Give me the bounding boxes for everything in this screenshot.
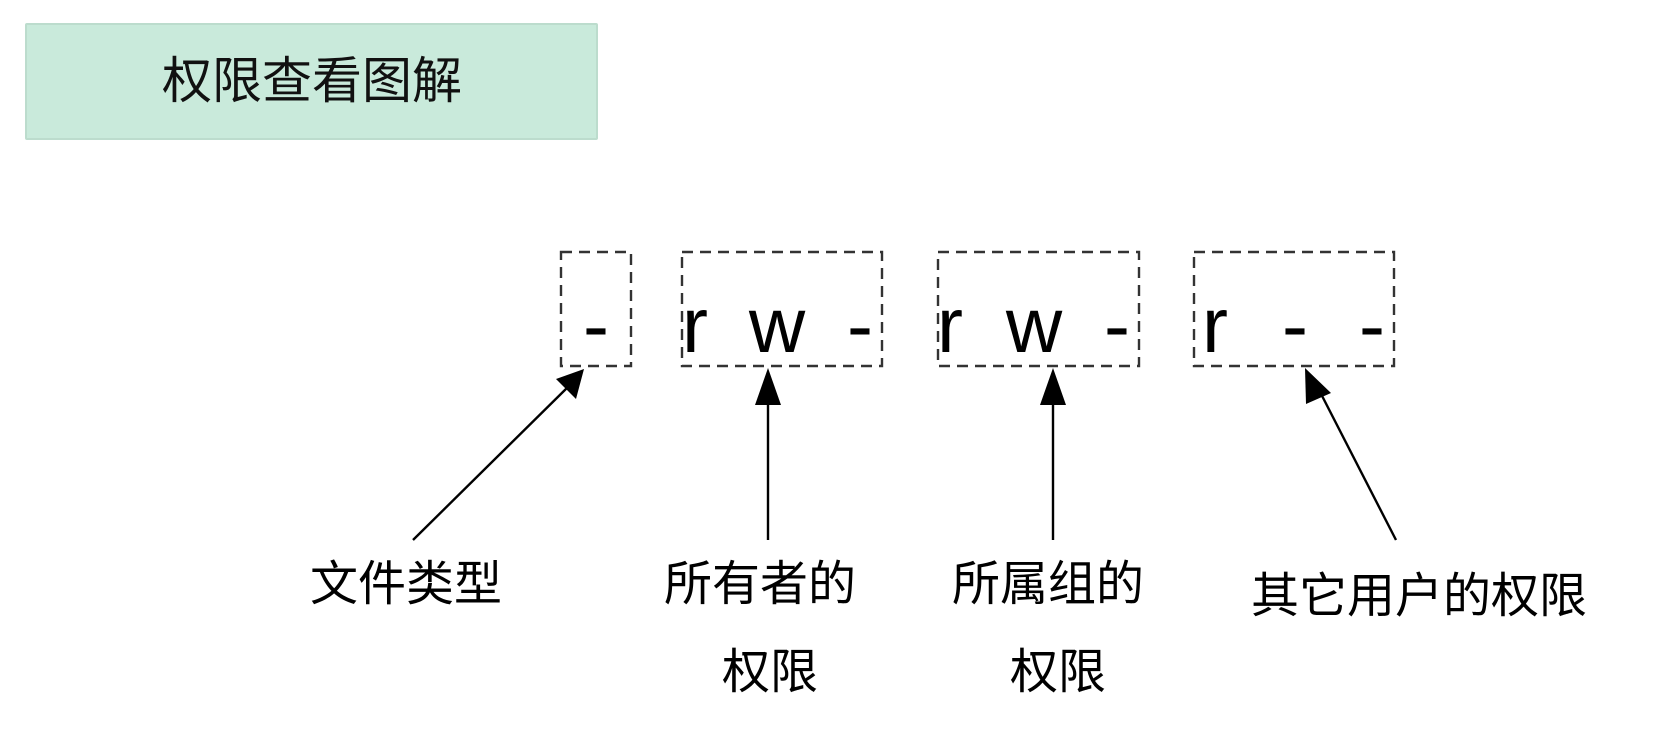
owner-arrowhead [755, 368, 781, 405]
owner-char-write: w [748, 281, 806, 369]
page-title: 权限查看图解 [162, 52, 462, 110]
owner-char-read: r [682, 281, 708, 369]
others-label: 其它用户的权限 [1251, 568, 1587, 624]
group-char-execute: - [1104, 281, 1130, 369]
permission-group-file-type: - 文件类型 [310, 250, 633, 612]
others-char-read: r [1202, 281, 1228, 369]
others-arrow [1316, 387, 1398, 541]
others-box [1192, 250, 1396, 368]
others-arrowhead [1305, 368, 1331, 404]
group-label-line-1: 所属组的 [952, 556, 1144, 612]
permission-group-group: r w - 所属组的 权限 [936, 250, 1144, 700]
file-type-box [559, 250, 633, 368]
others-char-write: - [1282, 281, 1308, 369]
owner-label-line-1: 所有者的 [664, 556, 856, 612]
file-type-char: - [583, 281, 609, 369]
permission-group-owner: r w - 所有者的 权限 [664, 250, 884, 700]
file-type-label: 文件类型 [310, 556, 502, 612]
owner-box [680, 250, 884, 368]
group-box [936, 250, 1141, 368]
file-type-arrowhead [556, 369, 584, 399]
file-type-arrow [412, 382, 573, 541]
group-label-line-2: 权限 [1010, 644, 1106, 700]
owner-char-execute: - [847, 281, 873, 369]
title-banner: 权限查看图解 [25, 23, 598, 140]
group-char-read: r [937, 281, 963, 369]
others-char-execute: - [1359, 281, 1385, 369]
permission-group-others: r - - 其它用户的权限 [1192, 250, 1587, 624]
group-arrowhead [1040, 368, 1066, 405]
group-char-write: w [1005, 281, 1063, 369]
owner-label-line-2: 权限 [722, 644, 818, 700]
